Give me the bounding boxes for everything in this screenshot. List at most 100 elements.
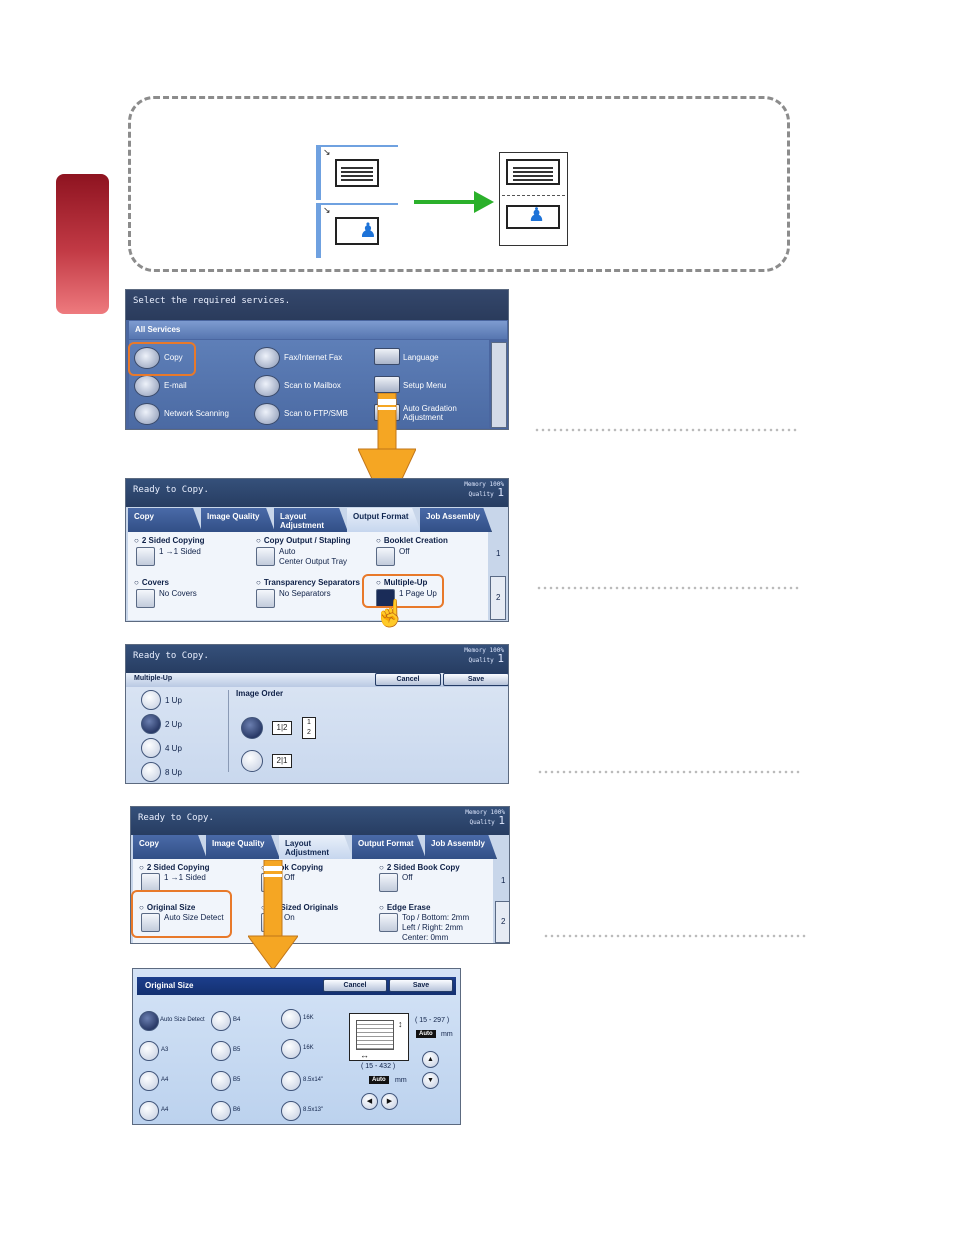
- tab-output-format[interactable]: Output Format: [352, 835, 426, 859]
- book-copy-button[interactable]: [379, 873, 398, 892]
- option-value: Auto Size Detect: [164, 913, 224, 922]
- radio-b4[interactable]: [211, 1011, 231, 1031]
- increase-x-button[interactable]: ▶: [381, 1093, 398, 1110]
- tab-output-format[interactable]: Output Format: [347, 508, 421, 532]
- network-scan-icon[interactable]: [134, 403, 160, 425]
- stapling-button[interactable]: [256, 547, 275, 566]
- save-button[interactable]: Save: [443, 673, 508, 686]
- radio-label: B6: [233, 1107, 241, 1113]
- services-prompt: Select the required services.: [126, 290, 508, 320]
- copy-icon[interactable]: [134, 347, 160, 369]
- ftp-icon[interactable]: [254, 403, 280, 425]
- status-text: Ready to Copy.: [133, 651, 209, 661]
- separators-button[interactable]: [256, 589, 275, 608]
- option-title: ed Sized Originals: [261, 903, 338, 913]
- y-unit: mm: [441, 1031, 453, 1038]
- radio-order-right-left[interactable]: [241, 750, 263, 772]
- custom-size-preview[interactable]: ↕ ↔: [349, 1013, 409, 1061]
- multiple-up-highlight: [362, 574, 444, 608]
- radio-8-5x13[interactable]: [281, 1101, 301, 1121]
- radio-16k-landscape[interactable]: [281, 1009, 301, 1029]
- service-scan-mailbox[interactable]: Scan to Mailbox: [284, 381, 341, 390]
- radio-2-up[interactable]: [141, 714, 161, 734]
- tab-job-assembly[interactable]: Job Assembly: [425, 835, 497, 859]
- person-icon: ♟: [359, 220, 377, 242]
- x-range: ( 15 - 432 ): [361, 1063, 396, 1070]
- radio-order-left-right[interactable]: [241, 717, 263, 739]
- original-size-screen: Original Size Cancel Save Auto Size Dete…: [132, 968, 461, 1125]
- original-size-button[interactable]: [141, 913, 160, 932]
- cancel-button[interactable]: Cancel: [323, 979, 387, 992]
- option-value: 1 Page Up: [399, 589, 437, 598]
- service-scan-ftp[interactable]: Scan to FTP/SMB: [284, 409, 349, 418]
- setup-menu-button[interactable]: [374, 376, 400, 393]
- separator-dots: [537, 770, 801, 774]
- service-language[interactable]: Language: [403, 353, 439, 362]
- cancel-button[interactable]: Cancel: [375, 673, 441, 686]
- service-auto-gradation[interactable]: Auto Gradation Adjustment: [403, 404, 457, 422]
- quality-label: Quality: [468, 491, 494, 498]
- service-fax[interactable]: Fax/Internet Fax: [284, 353, 343, 362]
- chapter-tab: [56, 174, 109, 314]
- decrease-x-button[interactable]: ◀: [361, 1093, 378, 1110]
- radio-4-up[interactable]: [141, 738, 161, 758]
- radio-1-up[interactable]: [141, 690, 161, 710]
- tab-image-quality[interactable]: Image Quality: [206, 835, 280, 859]
- page-scroll[interactable]: [495, 901, 509, 943]
- quality-label: Quality: [469, 819, 495, 826]
- decrease-y-button[interactable]: ▼: [422, 1072, 439, 1089]
- quality-label: Quality: [468, 657, 494, 664]
- edge-erase-button[interactable]: [379, 913, 398, 932]
- radio-a3[interactable]: [139, 1041, 159, 1061]
- radio-label: 16K: [303, 1015, 314, 1021]
- radio-auto-size[interactable]: [139, 1011, 159, 1031]
- tab-all-services[interactable]: All Services: [129, 321, 507, 339]
- radio-label: B4: [233, 1017, 241, 1023]
- radio-a4-portrait[interactable]: [139, 1101, 159, 1121]
- separator-dots: [543, 934, 807, 938]
- y-auto-badge: Auto: [416, 1030, 436, 1038]
- service-email[interactable]: E-mail: [164, 381, 187, 390]
- radio-b6[interactable]: [211, 1101, 231, 1121]
- scrollbar[interactable]: [491, 342, 507, 428]
- booklet-button[interactable]: [376, 547, 395, 566]
- option-title: Book Copying: [261, 863, 323, 873]
- tab-copy[interactable]: Copy: [128, 508, 202, 532]
- services-screen: Select the required services. All Servic…: [125, 289, 509, 430]
- language-button[interactable]: [374, 348, 400, 365]
- tab-layout-adjustment[interactable]: Layout Adjustment: [279, 835, 353, 859]
- page-number: 2: [496, 593, 501, 602]
- option-value: Off: [402, 873, 413, 882]
- option-title: Edge Erase: [379, 903, 431, 913]
- radio-b5-portrait[interactable]: [211, 1071, 231, 1091]
- service-setup-menu[interactable]: Setup Menu: [403, 381, 447, 390]
- radio-8-up[interactable]: [141, 762, 161, 782]
- option-value: Left / Right: 2mm: [402, 923, 463, 932]
- tab-layout-adjustment[interactable]: Layout Adjustment: [274, 508, 348, 532]
- layout-adjustment-screen: Ready to Copy. Memory 100%Quality 1 Copy…: [130, 806, 510, 944]
- fax-icon[interactable]: [254, 347, 280, 369]
- email-icon[interactable]: [134, 375, 160, 397]
- option-title: 2 Sided Copying: [139, 863, 210, 873]
- two-sided-button[interactable]: [136, 547, 155, 566]
- order-1-2-icon: 1|2: [272, 721, 292, 735]
- tab-image-quality[interactable]: Image Quality: [201, 508, 275, 532]
- mailbox-icon[interactable]: [254, 375, 280, 397]
- tab-copy[interactable]: Copy: [133, 835, 207, 859]
- radio-16k-portrait[interactable]: [281, 1039, 301, 1059]
- option-value: 1 →1 Sided: [159, 547, 201, 556]
- tab-job-assembly[interactable]: Job Assembly: [420, 508, 492, 532]
- page-scroll[interactable]: [490, 576, 506, 620]
- covers-button[interactable]: [136, 589, 155, 608]
- green-arrow-icon: [414, 191, 494, 213]
- radio-a4-landscape[interactable]: [139, 1071, 159, 1091]
- option-value: Auto: [279, 547, 296, 556]
- radio-b5-landscape[interactable]: [211, 1041, 231, 1061]
- service-copy[interactable]: Copy: [164, 353, 183, 362]
- service-network-scanning[interactable]: Network Scanning: [164, 409, 229, 418]
- save-button[interactable]: Save: [389, 979, 453, 992]
- corner-arrow-icon: ↘: [323, 205, 331, 215]
- radio-8-5x14[interactable]: [281, 1071, 301, 1091]
- increase-y-button[interactable]: ▲: [422, 1051, 439, 1068]
